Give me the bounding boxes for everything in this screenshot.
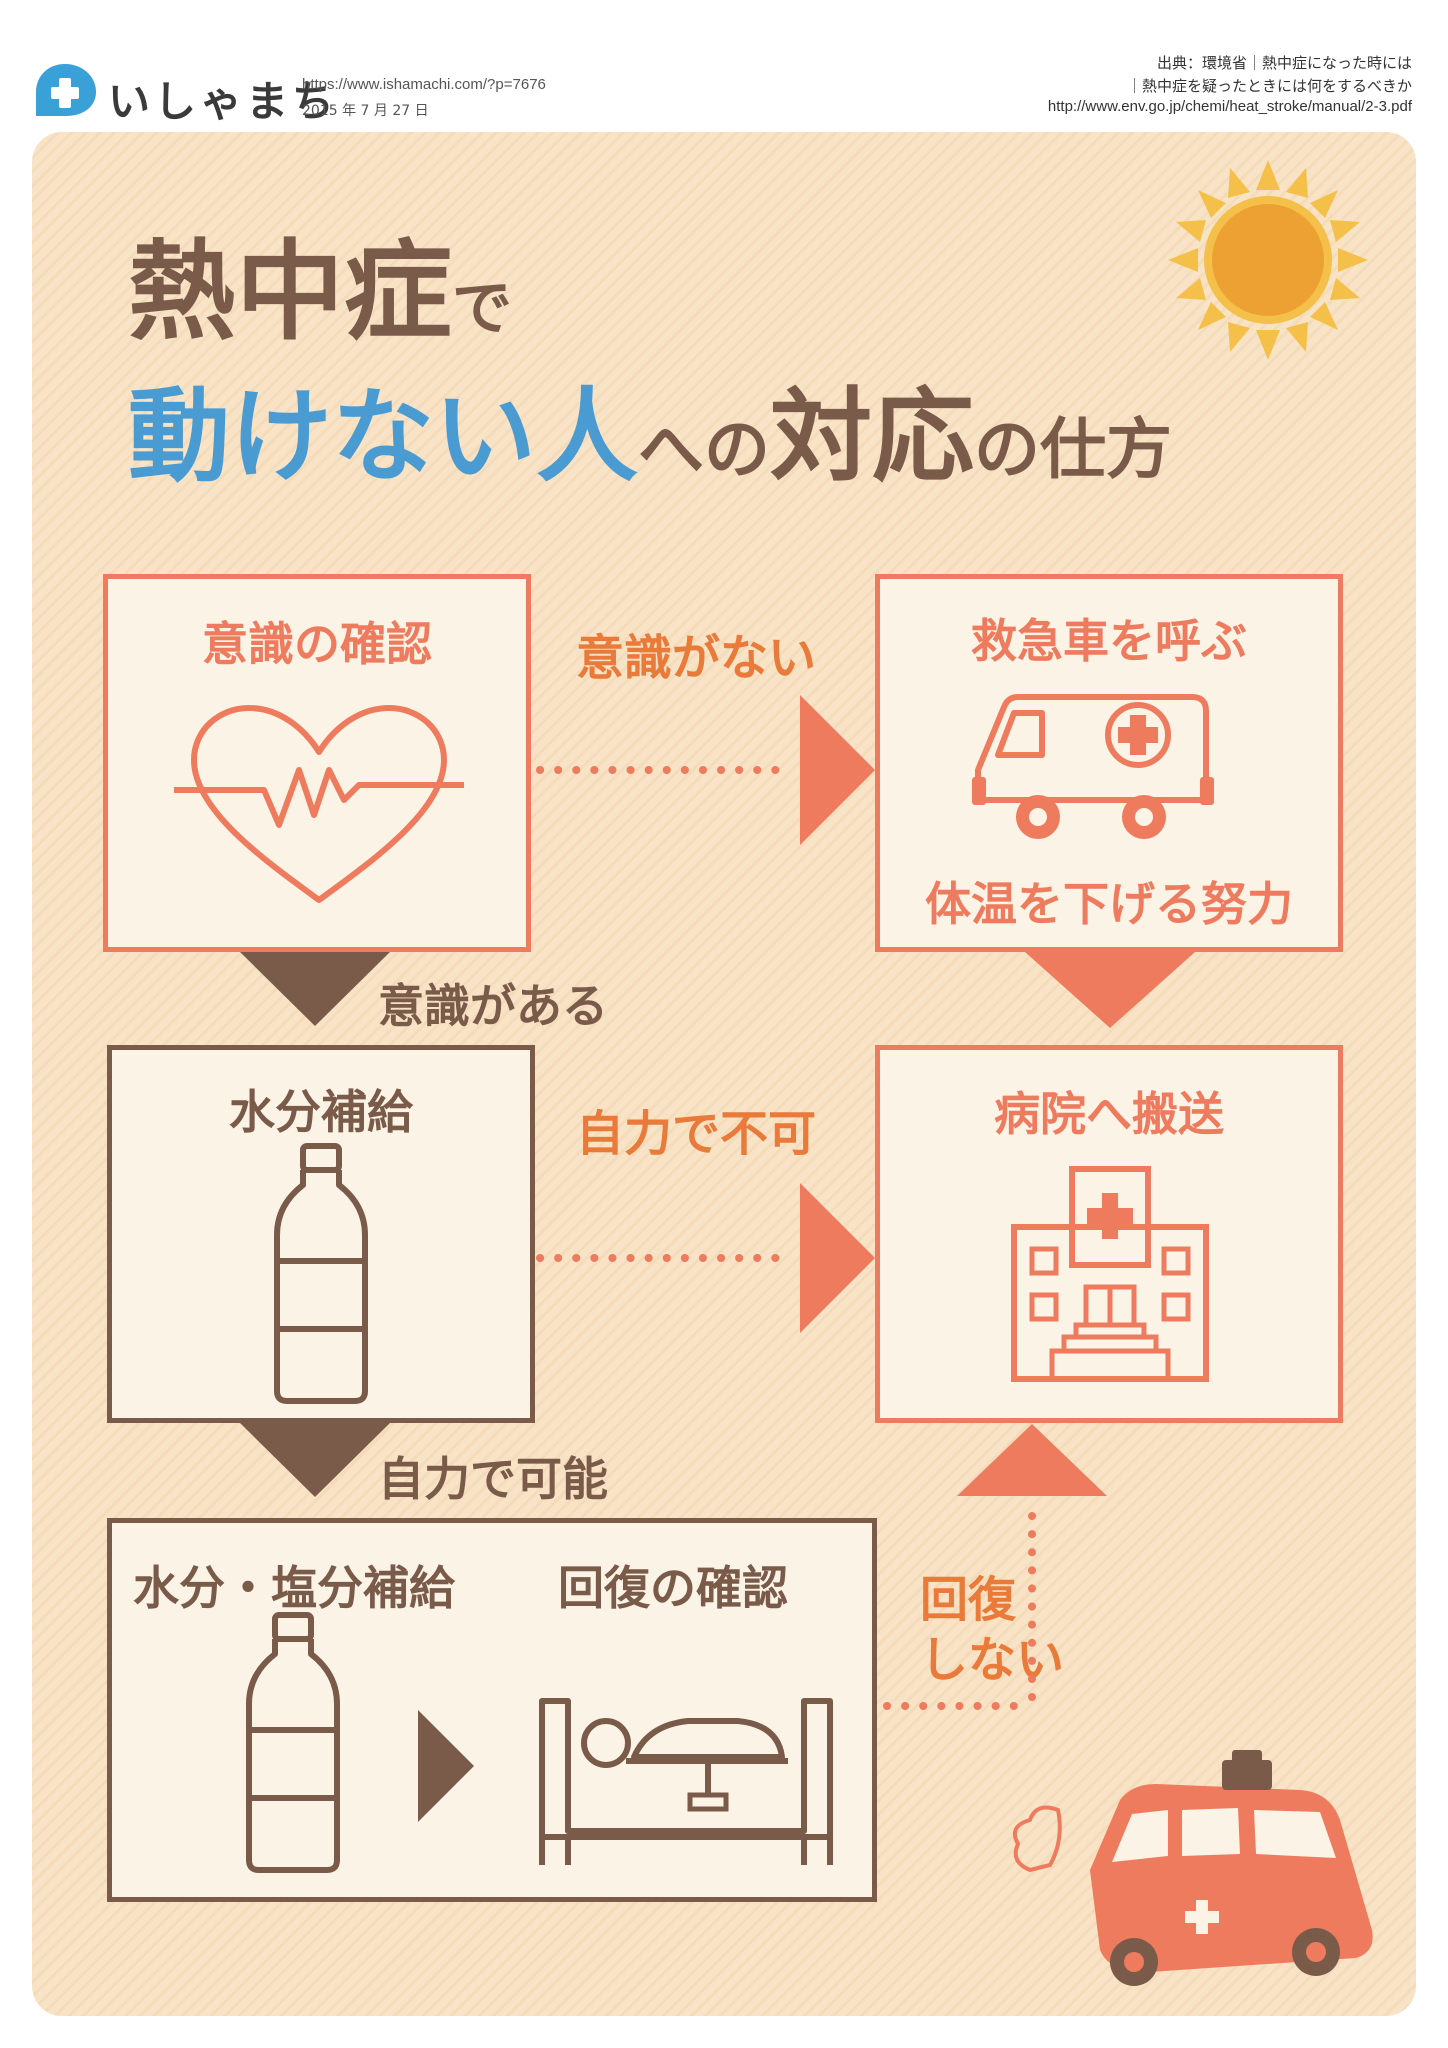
source-line-1: 出典：環境省｜熱中症になった時には xyxy=(1156,55,1412,72)
edge-label-conscious: 意識がある xyxy=(378,979,608,1033)
water-bottle-icon xyxy=(274,1143,368,1404)
arrow-can-alone-down xyxy=(240,1423,390,1497)
arrow-to-recovery xyxy=(418,1710,474,1822)
ambulance-illustration-icon xyxy=(1013,1750,1373,1986)
title-heatstroke: 熱中症 xyxy=(128,230,453,355)
title-response: 対応 xyxy=(770,378,974,497)
box2-title: 救急車を呼ぶ xyxy=(971,614,1247,668)
ambulance-icon xyxy=(972,694,1214,839)
title-heno: への xyxy=(638,411,770,488)
edge-label-can-alone: 自力で可能 xyxy=(378,1452,608,1506)
box-hydration xyxy=(107,1045,535,1423)
box-consciousness-check xyxy=(103,574,531,952)
edge-label-cannot-alone: 自力で不可 xyxy=(576,1106,817,1162)
box5-title-left: 水分・塩分補給 xyxy=(133,1561,455,1615)
logo-cross-icon xyxy=(36,64,96,116)
arrow-no-recovery-to-hospital xyxy=(883,1424,1107,1710)
title-method: の仕方 xyxy=(974,411,1172,488)
source-line-3: http://www.env.go.jp/chemi/heat_stroke/m… xyxy=(1047,98,1412,115)
arrow-to-hospital xyxy=(536,1183,875,1333)
heartbeat-icon xyxy=(174,705,464,903)
title-de: で xyxy=(452,274,513,344)
header-date: 2015 年 7 月 27 日 xyxy=(302,103,429,119)
source-line-2: ｜熱中症を疑ったときには何をするべきか xyxy=(1126,78,1412,95)
hospital-icon xyxy=(1011,1166,1209,1382)
edge-label-no-recovery-1: 回復 xyxy=(920,1572,1017,1628)
title-line-2: 動けない人への対応の仕方 xyxy=(128,355,1172,502)
bed-patient-icon xyxy=(539,1698,833,1865)
box5-title-right: 回復の確認 xyxy=(558,1561,788,1615)
title-line-1: 熱中症で xyxy=(128,205,512,361)
sun-icon xyxy=(1168,160,1368,360)
edge-label-no-recovery-2: しない xyxy=(920,1632,1065,1688)
water-bottle-icon xyxy=(246,1612,340,1873)
edge-label-no-consciousness: 意識がない xyxy=(576,630,817,686)
box1-title: 意識の確認 xyxy=(202,617,432,671)
logo-text: いしゃまち xyxy=(108,77,339,126)
arrow-conscious-down xyxy=(240,952,390,1026)
arrow-to-ambulance xyxy=(536,695,875,845)
title-immobile-person: 動けない人 xyxy=(128,378,638,497)
box2-subtitle: 体温を下げる努力 xyxy=(925,877,1293,931)
arrow-ambulance-to-hospital xyxy=(1025,952,1195,1028)
box-call-ambulance xyxy=(875,574,1343,952)
box3-title: 水分補給 xyxy=(229,1085,413,1139)
box4-title: 病院へ搬送 xyxy=(994,1087,1224,1141)
header-url: https://www.ishamachi.com/?p=7676 xyxy=(302,76,546,93)
